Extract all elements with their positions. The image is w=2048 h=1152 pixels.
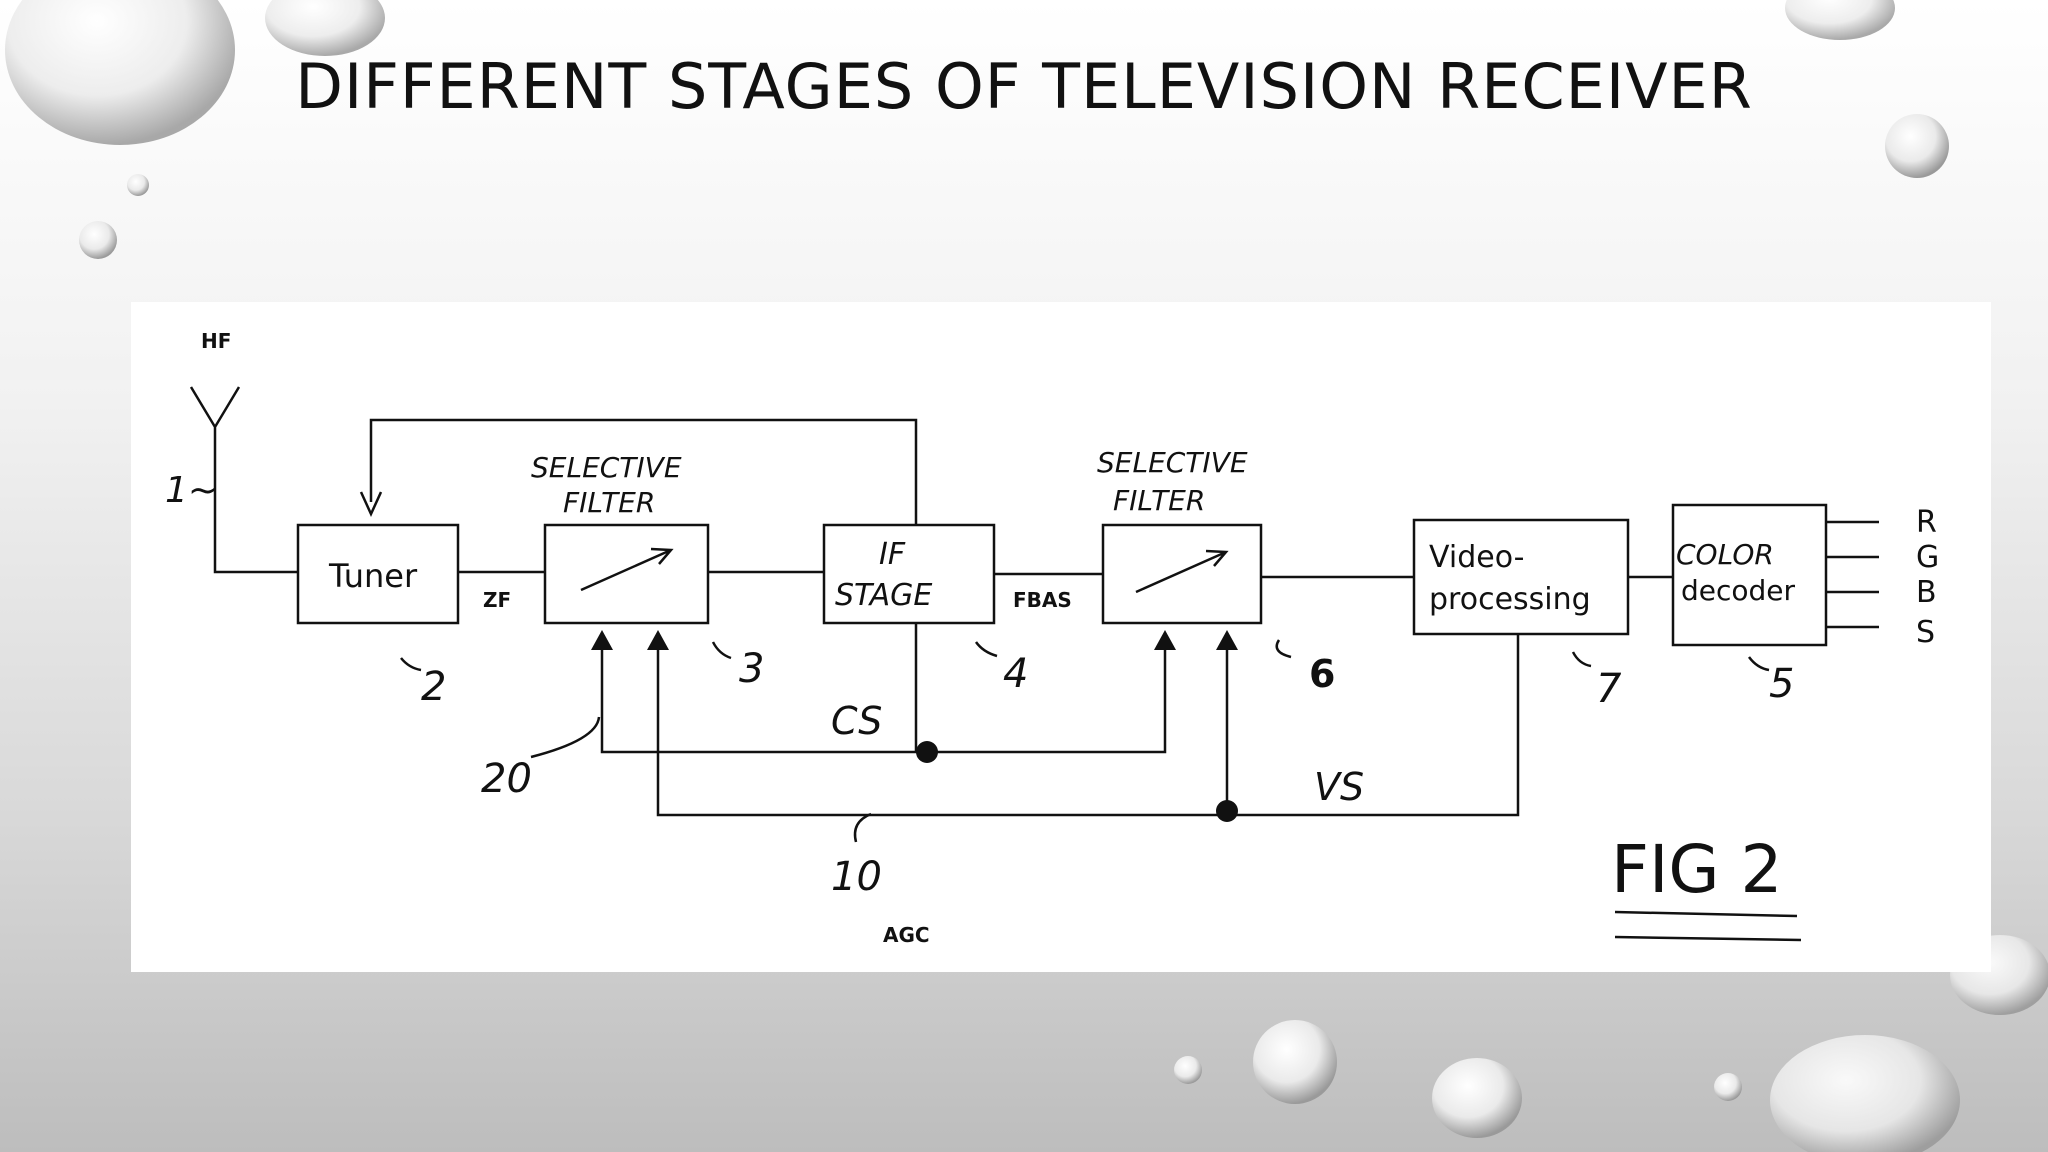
block-diagram-panel: HF 1~ Tuner ZF SELECTIVE FILTER IF STAGE…	[131, 302, 1991, 972]
feedback-line	[369, 418, 918, 525]
filter2-label-line1: SELECTIVE	[1097, 446, 1248, 479]
drop-bottom-right	[1770, 1035, 1960, 1152]
color-label-line2: decoder	[1681, 574, 1796, 607]
drop-bottom-2	[1253, 1020, 1337, 1104]
output-g-label: G	[1916, 540, 1939, 575]
cs-line	[600, 623, 1167, 754]
ref-5-label: 5	[1769, 661, 1794, 707]
ref-tick-5	[1747, 656, 1770, 672]
fig-label: FIG 2	[1611, 831, 1783, 908]
zf-label: ZF	[483, 588, 511, 612]
ref-3-label: 3	[739, 646, 764, 692]
ref-7-label: 7	[1596, 666, 1622, 712]
vs-line	[656, 634, 1520, 817]
ref-tick-3	[711, 641, 732, 660]
cs-junction-dot	[916, 741, 938, 763]
tv-receiver-block-diagram: HF 1~ Tuner ZF SELECTIVE FILTER IF STAGE…	[165, 329, 1939, 947]
ref-4-label: 4	[1003, 651, 1028, 697]
color-label-line1: COLOR	[1676, 538, 1774, 571]
drop-bottom-3	[1432, 1058, 1522, 1138]
cs-label: CS	[831, 699, 882, 743]
output-r-label: R	[1916, 505, 1937, 540]
video-label-line2: processing	[1429, 582, 1591, 617]
output-s-label: S	[1916, 615, 1935, 650]
drop-top-right	[1785, 0, 1895, 40]
filter2-label-line2: FILTER	[1113, 484, 1205, 517]
ref-tick-10	[853, 812, 872, 843]
vs-label: VS	[1314, 765, 1364, 809]
color-decoder-block	[1671, 503, 1828, 647]
vs-junction-dot	[1216, 800, 1238, 822]
ref-10-label: 10	[831, 854, 882, 900]
filter2-adjust-arrow	[1135, 549, 1229, 594]
drop-small-2	[79, 221, 117, 259]
antenna-icon	[189, 386, 298, 574]
feedback-arrow	[359, 491, 383, 518]
if-stage-label-line2: STAGE	[835, 578, 932, 613]
drop-bottom-4	[1714, 1073, 1742, 1101]
ref-20-label: 20	[481, 756, 532, 802]
selective-filter-2-block	[1101, 523, 1263, 625]
ref-tick-20	[530, 716, 601, 759]
drop-small-1	[127, 174, 149, 196]
hf-label: HF	[201, 329, 231, 353]
if-stage-label-line1: IF	[879, 537, 906, 572]
vs-arrow-filter2	[1216, 630, 1238, 650]
output-b-label: B	[1916, 575, 1937, 610]
agc-label: AGC	[883, 923, 930, 947]
ref-tick-2	[400, 657, 422, 672]
drop-right	[1885, 114, 1949, 178]
filter1-label-line2: FILTER	[563, 486, 655, 519]
tuner-label: Tuner	[328, 557, 418, 595]
fbas-label: FBAS	[1013, 588, 1072, 612]
ref-tick-4	[974, 641, 998, 658]
output-lines	[1826, 520, 1879, 629]
selective-filter-1-block	[543, 523, 710, 625]
vs-arrow-filter1	[647, 630, 669, 650]
ref-tick-7	[1571, 651, 1592, 668]
filter1-adjust-arrow	[580, 547, 674, 592]
video-label-line1: Video-	[1429, 540, 1524, 575]
tuner-block	[296, 523, 460, 625]
filter1-label-line1: SELECTIVE	[531, 451, 682, 484]
ref-2-label: 2	[421, 664, 446, 710]
drop-bottom-1	[1174, 1056, 1202, 1084]
slide-title: DIFFERENT STAGES OF TELEVISION RECEIVER	[295, 50, 1753, 123]
antenna-ref-label: 1~	[165, 470, 218, 511]
ref-tick-6	[1275, 639, 1292, 659]
drop-top-left-medium	[265, 0, 385, 56]
cs-arrow-filter2	[1154, 630, 1176, 650]
fig-underline	[1614, 910, 1802, 942]
cs-arrow-filter1	[591, 630, 613, 650]
ref-6-label: 6	[1309, 652, 1335, 696]
